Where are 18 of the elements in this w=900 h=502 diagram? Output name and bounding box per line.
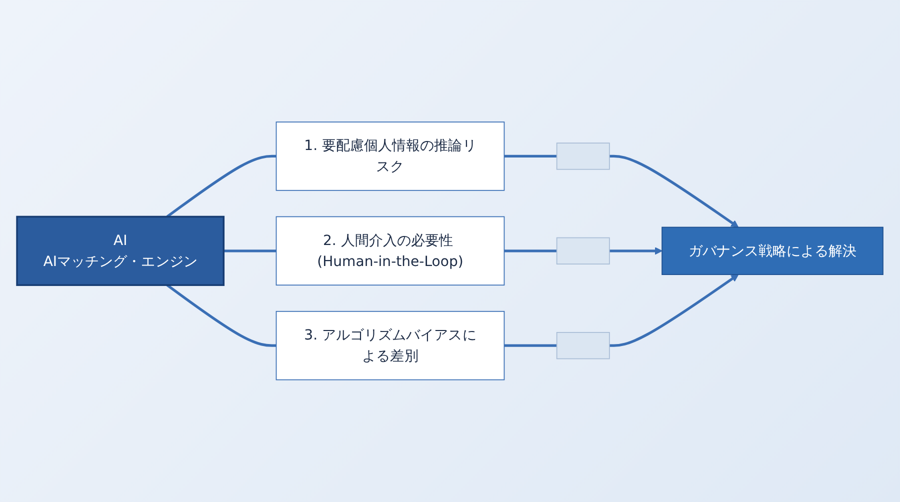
connector (224, 250, 276, 252)
node-box (276, 311, 505, 380)
connector (504, 154, 557, 158)
connector (166, 284, 276, 347)
node-box (276, 216, 505, 286)
flow-diagram: AI AIマッチング・エンジン 1. 要配慮個人情報の推論リスク 2. 人間介入の必要性 (Human-in-the-Loop) 3. アルゴリズムバイアスによる差別 ガバナンス戦略による解決 (10, 115, 890, 387)
node-box (556, 332, 610, 360)
arrow (609, 274, 739, 347)
node-box (556, 142, 610, 170)
node-box (16, 216, 225, 286)
node-box (662, 226, 884, 276)
arrow (609, 154, 739, 228)
node-box (276, 122, 505, 191)
connector (504, 344, 557, 347)
connector (504, 250, 557, 252)
node-box (556, 237, 610, 265)
arrow (609, 247, 662, 255)
connector (166, 154, 276, 218)
